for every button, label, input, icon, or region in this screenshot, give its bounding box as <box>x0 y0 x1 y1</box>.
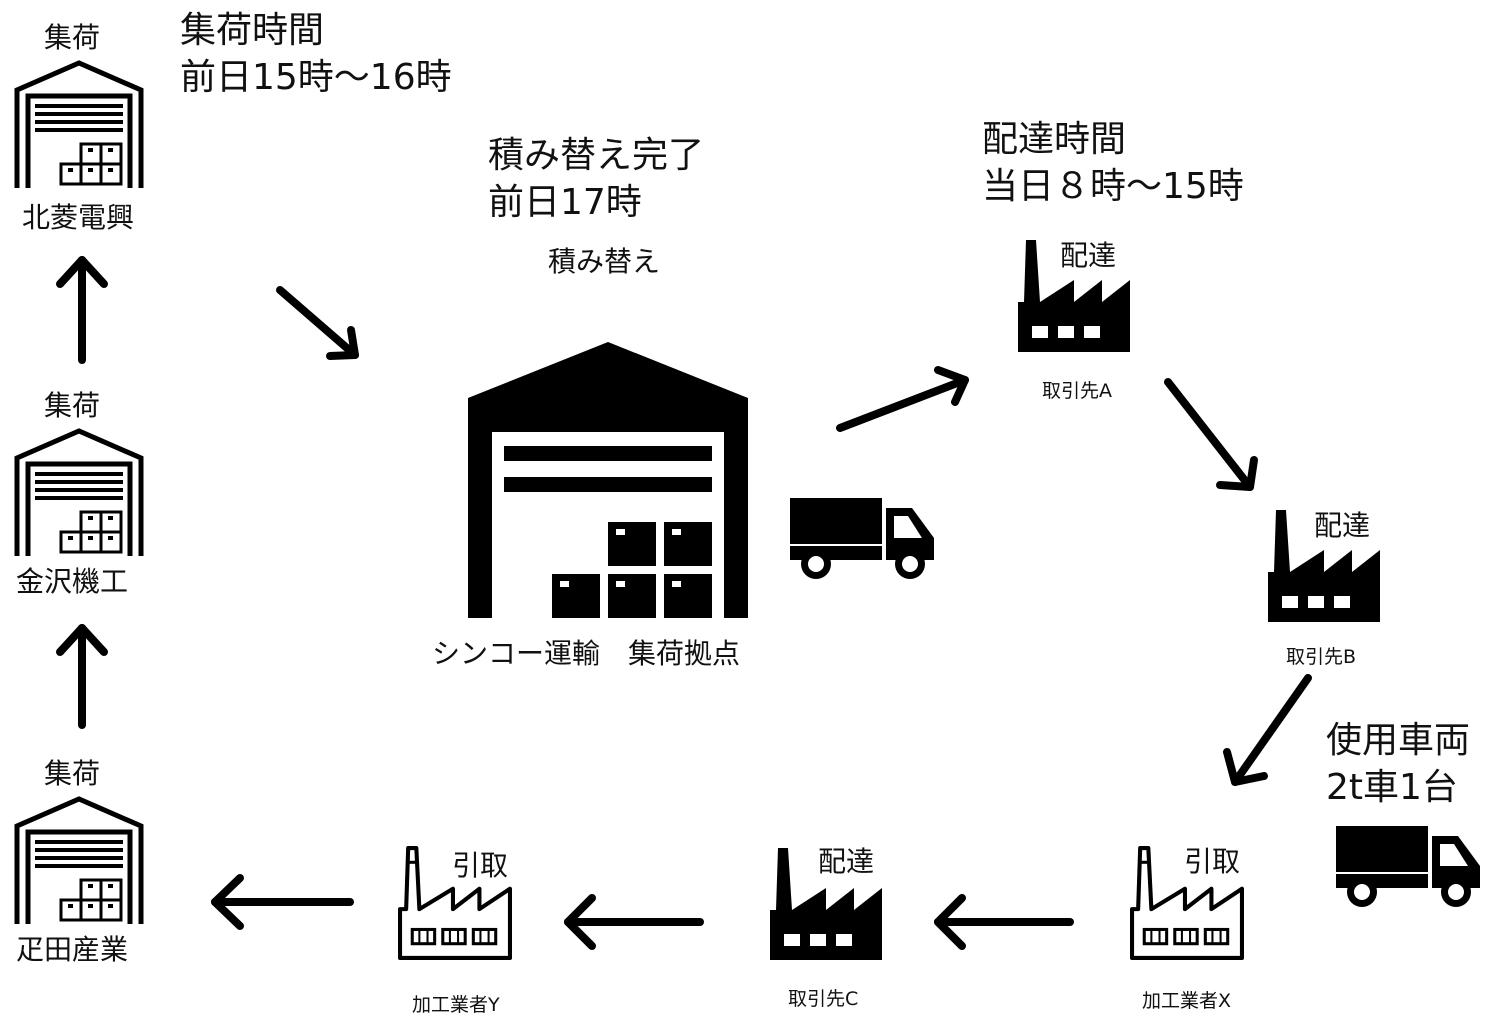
truck-icon <box>790 498 936 580</box>
hub-action-label: 積み替え <box>548 245 661 278</box>
factory-action-label: 引取 <box>452 849 509 882</box>
warehouse-icon <box>14 60 144 190</box>
arrow-to-client-a <box>836 366 969 432</box>
transfer-complete-title: 積み替え完了 <box>488 135 705 176</box>
arrow-to-hikita <box>211 874 354 930</box>
warehouse-name-label: 疋田産業 <box>16 933 129 966</box>
factory-name-label: 取引先B <box>1286 646 1357 668</box>
delivery-time-value: 当日８時～15時 <box>982 166 1244 207</box>
warehouse-icon <box>14 796 144 926</box>
hub-name-label: シンコー運輸 集荷拠点 <box>432 637 741 670</box>
warehouse-icon <box>14 428 144 558</box>
collection-time-title: 集荷時間 <box>180 10 325 51</box>
collection-time-value: 前日15時～16時 <box>180 57 452 98</box>
factory-name-label: 取引先C <box>788 988 859 1010</box>
arrow-to-kanazawa <box>56 624 108 729</box>
factory-action-label: 引取 <box>1184 845 1241 878</box>
arrow-to-client-c <box>934 894 1074 950</box>
arrow-to-hub <box>276 286 359 360</box>
transfer-complete-value: 前日17時 <box>488 182 642 223</box>
hub-warehouse-icon <box>468 342 748 618</box>
arrow-to-processor-x <box>1223 674 1312 786</box>
arrow-to-client-b <box>1164 378 1258 491</box>
truck-icon <box>1336 826 1482 908</box>
arrow-to-hokuryo <box>56 256 108 364</box>
factory-action-label: 配達 <box>818 845 875 878</box>
warehouse-name-label: 金沢機工 <box>16 565 129 598</box>
warehouse-action-label: 集荷 <box>44 21 101 54</box>
factory-name-label: 加工業者X <box>1142 990 1232 1012</box>
arrow-to-processor-y <box>564 894 704 950</box>
vehicle-value: 2t車1台 <box>1326 767 1458 808</box>
factory-name-label: 加工業者Y <box>412 994 500 1016</box>
warehouse-action-label: 集荷 <box>44 389 101 422</box>
warehouse-name-label: 北菱電興 <box>22 201 135 234</box>
vehicle-title: 使用車両 <box>1326 720 1471 761</box>
factory-name-label: 取引先A <box>1042 380 1112 402</box>
factory-action-label: 配達 <box>1314 509 1371 542</box>
delivery-time-title: 配達時間 <box>982 119 1127 160</box>
factory-action-label: 配達 <box>1060 239 1117 272</box>
warehouse-action-label: 集荷 <box>44 757 101 790</box>
